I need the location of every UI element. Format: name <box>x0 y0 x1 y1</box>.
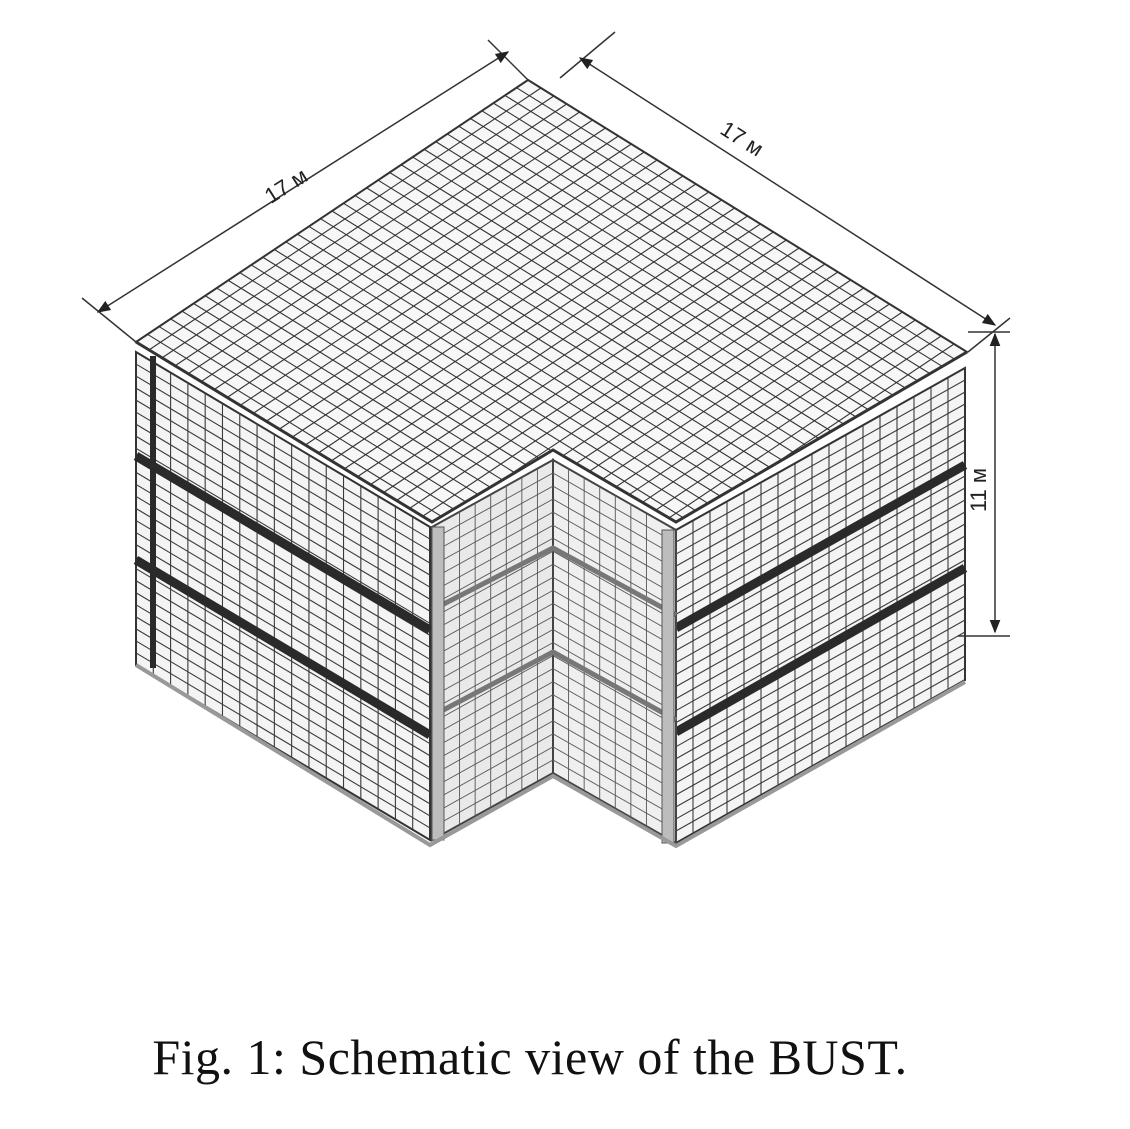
right-wall <box>673 366 968 845</box>
notch-floor-lower <box>430 649 678 723</box>
base-edge <box>134 663 966 849</box>
left-length-label: 17 м <box>260 163 312 209</box>
figure-caption: Fig. 1: Schematic view of the BUST. <box>152 1029 908 1085</box>
dimension-height: 11 м <box>958 331 1010 637</box>
height-label: 11 м <box>966 468 991 512</box>
notch-post-right <box>661 529 675 844</box>
notch-floor-upper <box>430 545 678 618</box>
left-wall-band-upper <box>133 452 433 634</box>
notch-post-left <box>431 526 445 841</box>
inner-notch <box>430 458 678 845</box>
right-wall-band-lower <box>673 564 968 736</box>
left-wall-band-lower <box>133 556 433 739</box>
right-length-label: 17 м <box>716 116 768 162</box>
left-wall <box>133 350 433 842</box>
right-wall-band-upper <box>673 461 968 632</box>
